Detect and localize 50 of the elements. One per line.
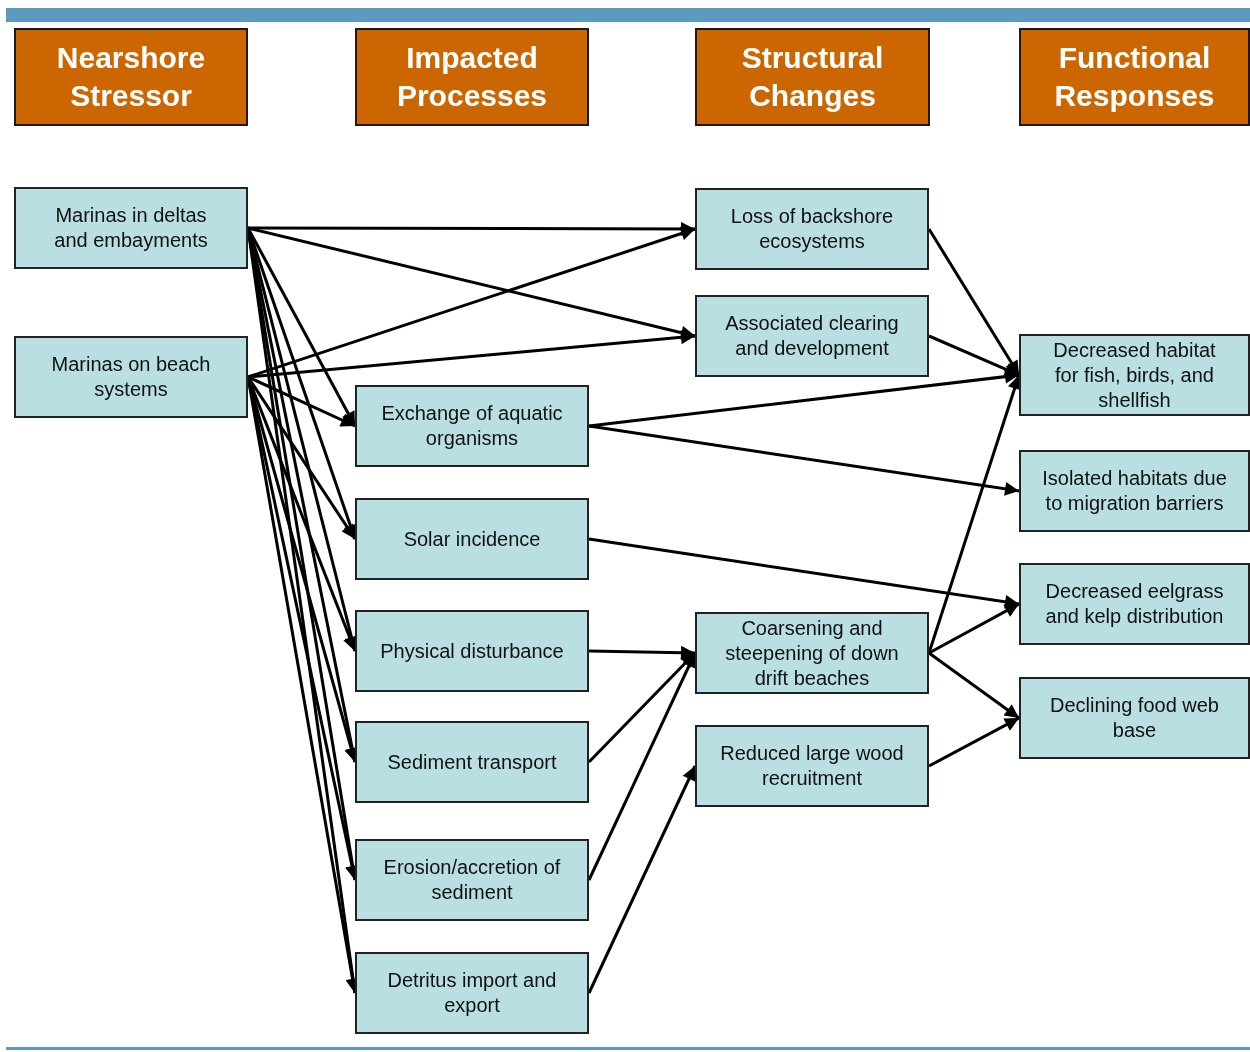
box-text: Solar incidence — [403, 526, 541, 552]
arrow — [588, 645, 696, 660]
process-box — [14, 187, 248, 269]
header-text: Functional Responses — [1053, 40, 1216, 114]
header-text: Structural Changes — [740, 40, 885, 114]
box-text: Loss of backshore ecosystems — [729, 204, 895, 254]
arrow — [247, 375, 356, 428]
box-text: Associated clearing and development — [724, 311, 900, 361]
process-box — [1019, 334, 1250, 416]
box-text: Isolated habitats due to migration barriers — [1041, 466, 1228, 516]
box-text: Marinas on beach systems — [50, 352, 212, 402]
box-text: Decreased habitat for fish, birds, and shellfish — [1052, 337, 1217, 413]
box-text: Erosion/accretion of sediment — [382, 855, 562, 905]
process-box — [355, 721, 589, 803]
process-box — [355, 952, 589, 1034]
arrow — [928, 602, 1020, 655]
process-box — [695, 725, 929, 807]
arrow — [588, 369, 1020, 428]
process-box — [355, 839, 589, 921]
process-box — [1019, 677, 1250, 759]
process-box — [1019, 450, 1250, 532]
arrow — [928, 651, 1020, 720]
box-text: Declining food web base — [1049, 693, 1220, 743]
process-box — [355, 385, 589, 467]
header-text: Nearshore Stressor — [55, 40, 207, 114]
box-text: Decreased eelgrass and kelp distribution — [1044, 579, 1225, 629]
arrow — [588, 537, 1020, 609]
column-header — [355, 28, 589, 126]
process-box — [695, 188, 929, 270]
box-text: Reduced large wood recruitment — [719, 741, 905, 791]
process-box — [695, 612, 929, 694]
column-header — [695, 28, 930, 126]
process-box — [695, 295, 929, 377]
process-box — [14, 336, 248, 418]
box-text: Physical disturbance — [380, 638, 564, 664]
box-text: Sediment transport — [387, 749, 557, 775]
process-box — [355, 498, 589, 580]
header-band — [6, 8, 1250, 22]
column-header — [14, 28, 248, 126]
box-text: Marinas in deltas and embayments — [53, 203, 209, 253]
column-header — [1019, 28, 1250, 126]
header-text: Impacted Processes — [395, 40, 549, 114]
box-text: Exchange of aquatic organisms — [380, 401, 564, 451]
box-text: Coarsening and steepening of down drift beaches — [724, 615, 900, 691]
arrow — [928, 334, 1020, 377]
arrow — [928, 716, 1020, 768]
process-box — [355, 610, 589, 692]
process-box — [1019, 563, 1250, 645]
box-text: Detritus import and export — [386, 968, 558, 1018]
arrow — [588, 424, 1020, 496]
